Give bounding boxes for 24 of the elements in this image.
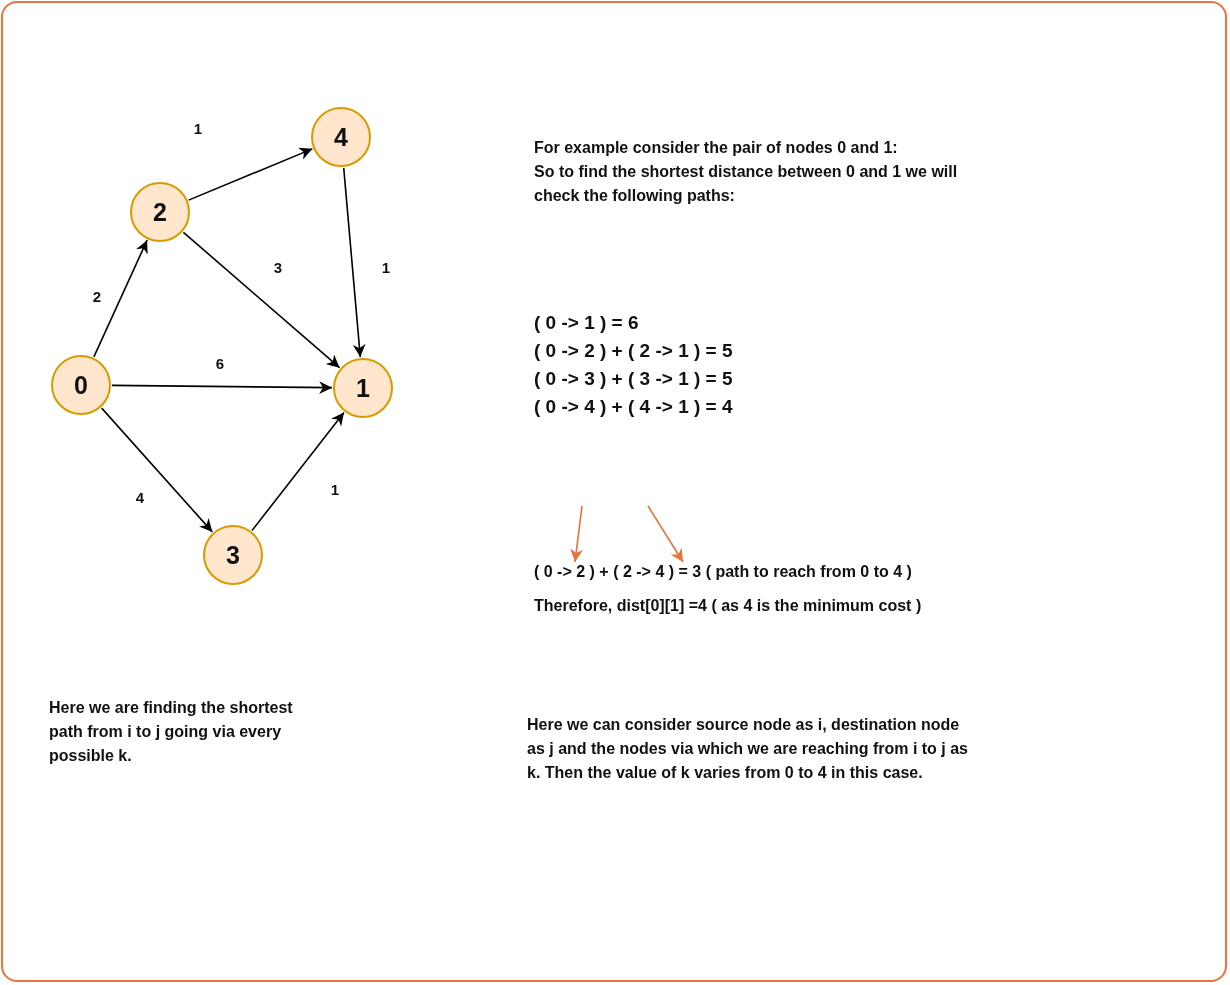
arrow: [93, 239, 148, 358]
arrow: [570, 505, 583, 563]
note-text: Here we are finding the shortest path from i to j going via every possible k.: [49, 698, 294, 766]
graph-node-circle: 2: [130, 182, 190, 242]
arrow: [182, 231, 341, 369]
graph-node-circle: 0: [51, 355, 111, 415]
path-equation: ( 0 -> 1 ) = 6: [534, 311, 639, 335]
graph-node-circle: 3: [203, 525, 263, 585]
note-text: For example consider the pair of nodes 0 and 1:: [534, 138, 898, 158]
arrow: [111, 381, 333, 394]
arrow: [647, 505, 684, 563]
note-text: So to find the shortest distance between 0 and 1 we will check the following paths:: [534, 162, 959, 206]
path-equation: ( 0 -> 2 ) + ( 2 -> 1 ) = 5: [534, 339, 733, 363]
arrow: [100, 407, 214, 533]
path-equation: ( 0 -> 3 ) + ( 3 -> 1 ) = 5: [534, 367, 733, 391]
arrow: [187, 147, 314, 201]
arrow: [251, 411, 345, 532]
arrow: [342, 167, 366, 358]
path-equation: ( 0 -> 2 ) + ( 2 -> 4 ) = 3 ( path to reach from 0 to 4 ): [534, 563, 912, 581]
graph-node-circle: 4: [311, 107, 371, 167]
path-equation: ( 0 -> 4 ) + ( 4 -> 1 ) = 4: [534, 395, 733, 419]
graph-node-circle: 1: [333, 358, 393, 418]
note-text: Here we can consider source node as i, destination node as j and the nodes via which we are reaching from i to j as k. Then the value of k varies from 0 to 4 in this case.: [527, 715, 969, 783]
note-text: Therefore, dist[0][1] =4 ( as 4 is the minimum cost ): [534, 596, 922, 616]
